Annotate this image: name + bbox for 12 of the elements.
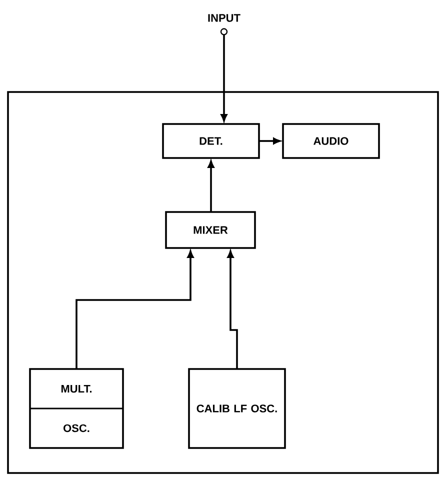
block-box: AUDIO [282,123,380,159]
block-box: DET. [162,123,260,159]
input-label: INPUT [208,14,240,22]
arrow [208,160,214,212]
split-box: MULT. OSC. [29,368,124,449]
block-box: CALIB LF OSC. [188,368,286,449]
arrow [76,250,194,369]
arrow [227,250,238,369]
arrow [259,138,280,144]
block-box: MIXER [165,211,256,249]
frame-box [7,91,439,474]
arrow [220,34,228,122]
